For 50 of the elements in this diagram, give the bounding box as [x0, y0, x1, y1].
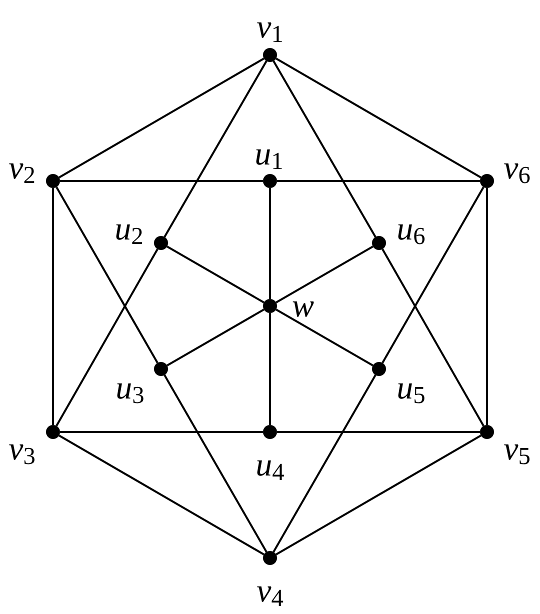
edge-line: [60, 180, 263, 182]
edge-line: [56, 248, 158, 426]
edge-line: [166, 246, 264, 304]
vertex-label: v$_{6}$: [504, 152, 530, 186]
edge-line: [486, 188, 488, 425]
edge-line: [60, 431, 263, 433]
vertex-dot: [263, 425, 277, 439]
vertex-dot: [154, 362, 168, 376]
vertex-dot: [480, 425, 494, 439]
vertex-label: u$_{4}$: [256, 450, 284, 482]
edge-line: [276, 246, 374, 304]
edge-line: [382, 186, 484, 364]
edge-line: [269, 313, 271, 425]
vertex-dot: [372, 236, 386, 250]
vertex-dot: [372, 362, 386, 376]
vertex-dot: [154, 236, 168, 250]
vertex-label: u$_{3}$: [116, 372, 144, 406]
edge-line: [382, 248, 484, 426]
vertex-label: v$_{3}$: [8, 434, 36, 466]
edge-line: [276, 308, 374, 366]
edge-line: [277, 180, 480, 182]
vertex-dot: [263, 174, 277, 188]
edge-line: [166, 308, 264, 366]
vertex-dot: [480, 174, 494, 188]
vertex-label: v$_{4}$: [256, 576, 284, 608]
edge-line: [58, 58, 264, 178]
edge-line: [276, 434, 482, 556]
vertex-label: u$_{5}$: [396, 372, 426, 406]
edge-line: [164, 374, 268, 552]
vertex-label: w: [292, 290, 314, 324]
edge-line: [164, 60, 268, 238]
vertex-label: u$_{1}$: [254, 138, 284, 172]
edge-line: [52, 188, 54, 425]
vertex-label: u$_{6}$: [396, 214, 426, 246]
vertex-label: v$_{5}$: [504, 434, 530, 466]
vertex-label: v$_{1}$: [256, 12, 284, 44]
vertex-dot: [46, 174, 60, 188]
vertex-dot: [263, 299, 277, 313]
edge-line: [56, 186, 158, 364]
vertex-dot: [46, 425, 60, 439]
vertex-label: u$_{2}$: [114, 214, 144, 246]
edge-line: [277, 431, 480, 433]
vertex-label: v$_{2}$: [8, 152, 36, 186]
edge-line: [58, 434, 264, 556]
edge-line: [272, 60, 376, 238]
edge-line: [269, 188, 271, 299]
vertex-dot: [263, 48, 277, 62]
edge-line: [272, 374, 376, 552]
vertex-dot: [263, 551, 277, 565]
edge-line: [276, 58, 482, 178]
